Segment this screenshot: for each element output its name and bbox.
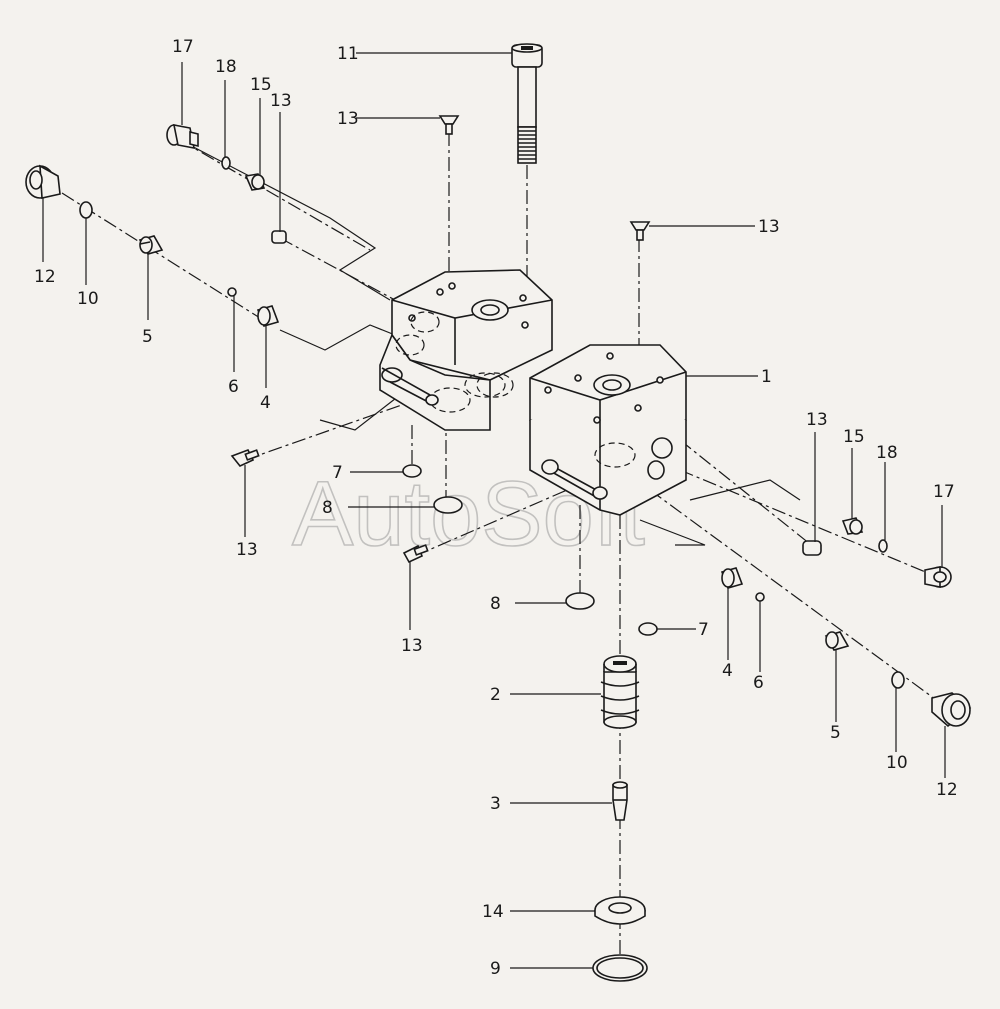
washer-14 [594, 896, 646, 925]
callout-13: 13 [270, 91, 292, 111]
o-ring-18 [221, 156, 888, 553]
callout-10: 10 [886, 753, 908, 773]
callout-2: 2 [490, 685, 501, 705]
plug-12 [25, 164, 972, 728]
callout-17: 17 [172, 37, 194, 57]
plug-17 [166, 123, 952, 588]
o-ring-9 [592, 954, 648, 982]
callout-15: 15 [250, 75, 272, 95]
callout-15: 15 [843, 427, 865, 447]
guide-4 [256, 305, 744, 589]
valve-body-left [379, 269, 553, 431]
callout-9: 9 [490, 959, 501, 979]
screw-13 [230, 115, 822, 564]
seal-ring-7 [402, 464, 658, 636]
callout-labels: 11 13 17 18 15 13 12 10 5 6 4 13 13 1 13… [34, 37, 958, 979]
valve-body-right [476, 344, 687, 516]
callout-7: 7 [698, 620, 709, 640]
o-ring-10 [79, 201, 905, 689]
pin-3 [612, 781, 628, 821]
callout-13: 13 [236, 540, 258, 560]
callout-3: 3 [490, 794, 501, 814]
leader-lines [42, 52, 946, 969]
callout-13: 13 [806, 410, 828, 430]
callout-13: 13 [337, 109, 359, 129]
callout-5: 5 [142, 327, 153, 347]
callout-10: 10 [77, 289, 99, 309]
seat-5 [138, 235, 850, 651]
callout-11: 11 [337, 44, 359, 64]
callout-6: 6 [228, 377, 239, 397]
callout-5: 5 [830, 723, 841, 743]
callout-4: 4 [722, 661, 733, 681]
bolt-11 [511, 43, 543, 164]
collar-15 [244, 173, 864, 535]
callout-12: 12 [936, 780, 958, 800]
callout-13: 13 [401, 636, 423, 656]
callout-18: 18 [215, 57, 237, 77]
spool-2 [600, 655, 640, 729]
callout-17: 17 [933, 482, 955, 502]
callout-4: 4 [260, 393, 271, 413]
callout-8: 8 [322, 498, 333, 518]
callout-14: 14 [482, 902, 504, 922]
o-ring-8 [433, 496, 595, 610]
callout-8: 8 [490, 594, 501, 614]
callout-1: 1 [761, 367, 772, 387]
callout-13: 13 [758, 217, 780, 237]
callout-18: 18 [876, 443, 898, 463]
callout-12: 12 [34, 267, 56, 287]
callout-6: 6 [753, 673, 764, 693]
callout-7: 7 [332, 463, 343, 483]
